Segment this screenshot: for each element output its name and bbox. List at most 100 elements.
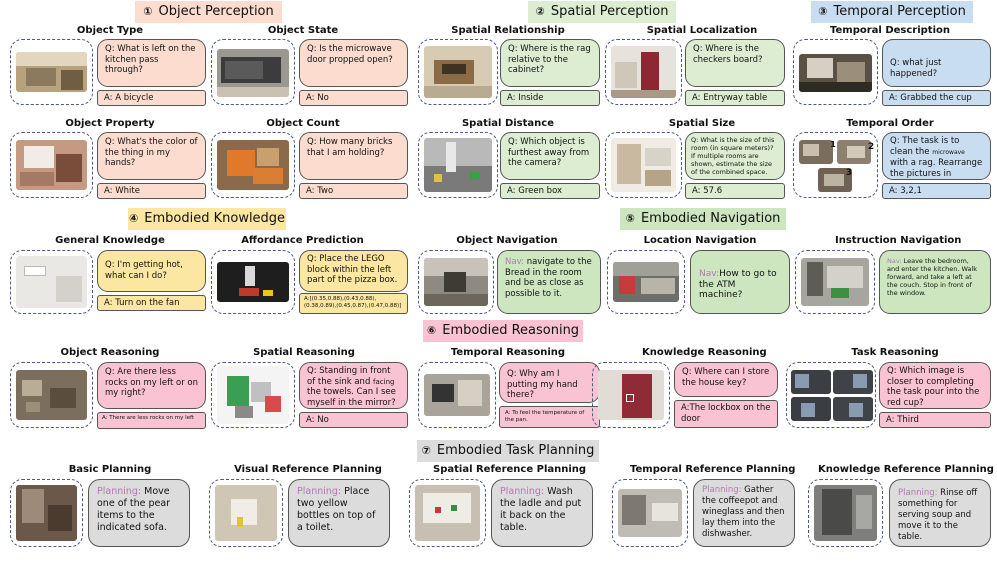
temporal-order-label-2: 2 xyxy=(867,142,875,152)
knowledge-reasoning-question: Q: Where can I store the house key? xyxy=(674,362,778,397)
object-navigation-image-card xyxy=(418,250,494,314)
section-title: Embodied Task Planning xyxy=(436,443,595,458)
knowledge-reasoning-image xyxy=(598,370,664,420)
spatial-reference-planning-title: Spatial Reference Planning xyxy=(433,464,587,475)
temporal-reference-planning-image-card xyxy=(612,479,688,547)
basic-planning-image xyxy=(16,485,77,541)
object-reasoning-question: Q: Are there less rocks on my left or on… xyxy=(97,362,206,409)
general-knowledge-question: Q: I'm getting hot, what can I do? xyxy=(97,250,206,292)
location-navigation-question: Nav:How to go to the ATM machine? xyxy=(690,250,790,314)
knowledge-reference-planning-title: Knowledge Reference Planning xyxy=(818,464,994,475)
knowledge-reference-planning-image-card xyxy=(808,479,883,547)
object-type-image-card xyxy=(10,39,93,105)
general-knowledge-answer: A: Turn on the fan xyxy=(97,295,206,311)
section-title: Embodied Knowledge xyxy=(144,211,286,226)
object-reasoning-answer: A: There are less rocks on my left xyxy=(97,412,206,429)
task-reasoning-answer: A: Third xyxy=(879,412,991,428)
object-navigation-question: Nav: navigate to the Bread in the room a… xyxy=(497,250,601,314)
temporal-reasoning-question: Q: Why am I putting my hand there? xyxy=(499,362,600,403)
temporal-order-label-1: 1 xyxy=(830,140,836,149)
knowledge-reference-planning-text: Planning: Rinse off something for servin… xyxy=(889,479,991,547)
temporal-description-title: Temporal Description xyxy=(830,25,950,36)
general-knowledge-image xyxy=(16,256,87,308)
task-reasoning-image-1 xyxy=(791,370,831,394)
spatial-size-title: Spatial Size xyxy=(668,118,736,129)
object-type-title: Object Type xyxy=(76,25,144,36)
visual-reference-planning-text: Planning: Place two yellow bottles on to… xyxy=(288,479,390,547)
spatial-reasoning-question: Q: Standing in front of the sink and fac… xyxy=(299,362,408,409)
object-navigation-image xyxy=(424,258,488,306)
temporal-reference-planning-image xyxy=(618,489,682,537)
temporal-order-image-2 xyxy=(837,140,871,164)
object-navigation-title: Object Navigation xyxy=(456,235,558,246)
spatial-relationship-title: Spatial Relationship xyxy=(451,25,565,36)
spatial-size-image xyxy=(611,138,676,192)
spatial-size-answer: A: 57.6 xyxy=(685,183,785,199)
location-navigation-image-card xyxy=(607,250,685,314)
instruction-navigation-image-card xyxy=(795,250,875,314)
temporal-reasoning-title: Temporal Reasoning xyxy=(450,347,566,358)
visual-reference-planning-title: Visual Reference Planning xyxy=(234,464,382,475)
instruction-navigation-title: Instruction Navigation xyxy=(835,235,962,246)
spatial-distance-image-card xyxy=(418,132,498,198)
object-reasoning-image xyxy=(16,370,87,420)
object-state-image xyxy=(217,49,289,97)
visual-reference-planning-image xyxy=(215,485,277,541)
spatial-localization-question: Q: Where is the checkers board? xyxy=(685,39,785,87)
temporal-order-title: Temporal Order xyxy=(846,118,934,129)
section-title: Embodied Navigation xyxy=(640,211,781,226)
object-count-answer: A: Two xyxy=(299,183,408,199)
general-knowledge-image-card xyxy=(10,250,93,314)
object-state-answer: A: No xyxy=(299,90,408,106)
task-reasoning-image-3 xyxy=(791,397,831,421)
section-title: Spatial Perception xyxy=(550,4,669,19)
spatial-reference-planning-image xyxy=(415,485,480,541)
affordance-prediction-title: Affordance Prediction xyxy=(241,235,364,246)
temporal-description-image xyxy=(799,54,872,92)
object-type-image xyxy=(16,52,87,92)
temporal-description-question: Q: what just happened? xyxy=(882,39,991,87)
spatial-reasoning-title: Spatial Reasoning xyxy=(253,347,355,358)
visual-reference-planning-image-card xyxy=(209,479,283,547)
object-reasoning-image-card xyxy=(10,362,93,428)
temporal-order-answer: A: 3,2,1 xyxy=(882,183,991,199)
knowledge-reasoning-answer: A:The lockbox on the door xyxy=(674,400,778,428)
object-type-answer: A: A bicycle xyxy=(97,90,206,106)
knowledge-reference-planning-image xyxy=(814,485,877,541)
object-property-title: Object Property xyxy=(65,118,155,129)
spatial-relationship-image xyxy=(424,46,492,98)
location-navigation-title: Location Navigation xyxy=(643,235,757,246)
object-count-question: Q: How many bricks that I am holding? xyxy=(299,132,408,180)
temporal-reasoning-answer: A: To feel the temperature of the pan. xyxy=(499,406,600,428)
location-navigation-image xyxy=(613,262,679,302)
spatial-distance-image xyxy=(424,138,492,192)
temporal-order-image-card xyxy=(793,132,878,198)
spatial-reference-planning-image-card xyxy=(409,479,486,547)
temporal-order-image-1 xyxy=(799,140,833,164)
object-property-image-card xyxy=(10,132,93,198)
spatial-reasoning-answer: A: No xyxy=(299,412,408,428)
temporal-description-image-card xyxy=(793,39,878,105)
object-property-question: Q: What's the color of the thing in my h… xyxy=(97,132,206,180)
temporal-order-label-3: 3 xyxy=(845,168,853,178)
task-reasoning-title: Task Reasoning xyxy=(851,347,939,358)
spatial-localization-answer: A: Entryway table xyxy=(685,90,785,106)
temporal-reference-planning-text: Planning: Gather the coffeepot and wineg… xyxy=(693,479,795,547)
object-property-image xyxy=(16,140,87,190)
object-type-question: Q: What is left on the kitchen pass thro… xyxy=(97,39,206,87)
spatial-localization-title: Spatial Localization xyxy=(646,25,758,36)
affordance-prediction-image-card xyxy=(211,250,295,314)
spatial-relationship-image-card xyxy=(418,39,498,105)
spatial-distance-question: Q: Which object is furthest away from th… xyxy=(500,132,600,180)
spatial-relationship-answer: A: Inside xyxy=(500,90,600,106)
object-reasoning-title: Object Reasoning xyxy=(60,347,160,358)
object-state-question: Q: Is the microwave door propped open? xyxy=(299,39,408,87)
spatial-reference-planning-text: Planning: Wash the ladle and put it back… xyxy=(491,479,593,547)
object-count-image xyxy=(217,140,289,190)
